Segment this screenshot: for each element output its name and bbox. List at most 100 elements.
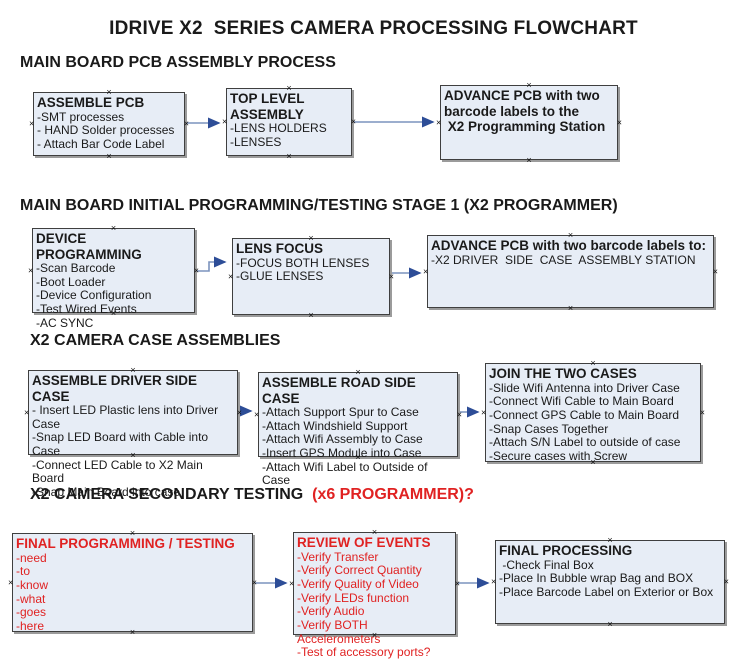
box-item: -Verify Transfer — [297, 549, 379, 564]
box-item: -Attach Wifi Assembly to Case — [262, 432, 423, 447]
box-title: TOP LEVEL ASSEMBLY — [230, 91, 308, 122]
anchor-x-icon: × — [456, 409, 462, 419]
section-heading-black-part: X2 CAMERA SECONDARY TESTING — [30, 486, 304, 503]
box-join-the-two-cases[interactable]: JOIN THE TWO CASES -Slide Wifi Antenna i… — [481, 359, 705, 467]
box-item: -X2 DRIVER SIDE CASE ASSEMBLY STATION — [431, 252, 696, 267]
box-item: -Verify BOTH Accelerometers — [297, 617, 381, 646]
anchor-x-icon: × — [254, 409, 260, 419]
box-title: LENS FOCUS — [236, 241, 324, 256]
box-item: -LENSES — [230, 134, 282, 149]
anchor-x-icon: × — [423, 266, 429, 276]
box-item: -Scan Barcode — [36, 261, 116, 276]
box-advance-pcb-programming-station[interactable]: ADVANCE PCB with two barcode labels to t… — [436, 81, 622, 165]
box-title: DEVICE PROGRAMMING — [36, 231, 142, 262]
anchor-x-icon: × — [251, 577, 257, 587]
box-title: FINAL PROGRAMMING / TESTING — [16, 536, 235, 551]
box-title: ASSEMBLE DRIVER SIDE CASE — [32, 373, 201, 404]
anchor-x-icon: × — [8, 577, 14, 587]
box-item: -what — [16, 591, 46, 606]
anchor-x-icon: × — [289, 578, 295, 588]
anchor-x-icon: × — [436, 117, 442, 127]
anchor-x-icon: × — [193, 265, 199, 275]
box-final-programming-testing[interactable]: FINAL PROGRAMMING / TESTING -need -to -k… — [8, 529, 257, 637]
anchor-x-icon: × — [228, 271, 234, 281]
anchor-x-icon: × — [106, 151, 112, 161]
section-heading-pcb-assembly: MAIN BOARD PCB ASSEMBLY PROCESS — [20, 54, 336, 71]
box-item: -LENS HOLDERS — [230, 121, 327, 136]
anchor-x-icon: × — [454, 578, 460, 588]
section-heading-initial-programming: MAIN BOARD INITIAL PROGRAMMING/TESTING S… — [20, 197, 618, 214]
box-final-processing[interactable]: FINAL PROCESSING -Check Final Box -Place… — [491, 536, 729, 629]
flow-arrow-3[interactable] — [196, 256, 227, 272]
anchor-x-icon: × — [712, 266, 718, 276]
box-item: -need — [16, 550, 47, 565]
anchor-x-icon: × — [481, 407, 487, 417]
box-title: ASSEMBLE ROAD SIDE CASE — [262, 375, 420, 406]
box-item: -Place In Bubble wrap Bag and BOX — [499, 571, 694, 586]
box-device-programming[interactable]: DEVICE PROGRAMMING -Scan Barcode -Boot L… — [28, 224, 199, 330]
box-item: -Test of accessory ports? — [297, 645, 431, 660]
box-item: -Boot Loader — [36, 274, 106, 289]
anchor-x-icon: × — [350, 116, 356, 127]
box-title-line: X2 Programming Station — [444, 119, 606, 135]
anchor-x-icon: × — [567, 303, 574, 313]
box-item: -Snap Cases Together — [489, 421, 609, 436]
anchor-x-icon: × — [236, 407, 242, 417]
box-item: -Connect LED Cable to X2 Main Board — [32, 457, 207, 486]
anchor-x-icon: × — [526, 155, 532, 165]
anchor-x-icon: × — [308, 310, 314, 320]
box-assemble-driver-side-case[interactable]: ASSEMBLE DRIVER SIDE CASE - Insert LED P… — [24, 366, 242, 499]
box-item: -know — [16, 577, 49, 592]
box-assemble-road-side-case[interactable]: ASSEMBLE ROAD SIDE CASE -Attach Support … — [254, 368, 462, 488]
anchor-x-icon: × — [616, 117, 622, 127]
box-item: -Insert GPS Module into Case — [262, 446, 422, 461]
box-item: -Connect Wifi Cable to Main Board — [489, 394, 674, 409]
box-item: -Check Final Box — [499, 557, 594, 572]
box-top-level-assembly[interactable]: TOP LEVEL ASSEMBLY -LENS HOLDERS -LENSES… — [222, 84, 356, 161]
box-item: -Place Barcode Label on Exterior or Box — [499, 584, 714, 599]
anchor-x-icon: × — [29, 118, 35, 129]
anchor-x-icon: × — [607, 619, 613, 629]
section-heading-secondary-testing: X2 CAMERA SECONDARY TESTING (x6 PROGRAMM… — [30, 486, 474, 504]
box-assemble-pcb[interactable]: ASSEMBLE PCB -SMT processes - HAND Solde… — [29, 88, 189, 161]
anchor-x-icon: × — [699, 407, 705, 417]
box-item: -GLUE LENSES — [236, 269, 324, 284]
box-item: -Attach Support Spur to Case — [262, 405, 419, 420]
box-item: -Verify Audio — [297, 604, 365, 619]
box-item: -Snap Main Board into case — [32, 485, 181, 500]
anchor-x-icon: × — [222, 116, 228, 127]
box-item: -Verify LEDs function — [297, 590, 410, 605]
box-item: - HAND Solder processes — [37, 123, 175, 138]
anchor-x-icon: × — [28, 265, 34, 275]
box-item: -Attach Windshield Support — [262, 418, 408, 433]
box-item: - Insert LED Plastic lens into Driver Ca… — [32, 403, 222, 431]
box-title: FINAL PROCESSING — [499, 543, 633, 558]
box-lens-focus[interactable]: LENS FOCUS -FOCUS BOTH LENSES -GLUE LENS… — [228, 234, 394, 320]
box-item: -Verify Quality of Video — [297, 576, 419, 591]
box-item: -Device Configuration — [36, 288, 152, 303]
box-item: -Snap LED Board with Cable into Case — [32, 430, 212, 459]
section-heading-case-assemblies: X2 CAMERA CASE ASSEMBLIES — [30, 332, 281, 349]
anchor-x-icon: × — [723, 576, 729, 587]
box-item: -Secure cases with Screw — [489, 448, 628, 463]
box-item: -AC SYNC — [36, 315, 94, 330]
anchor-x-icon: × — [183, 118, 189, 129]
box-title: REVIEW OF EVENTS — [297, 535, 431, 550]
box-item: -goes — [16, 605, 47, 620]
anchor-x-icon: × — [491, 576, 497, 587]
box-item: -Connect GPS Cable to Main Board — [489, 407, 680, 422]
section-heading-red-part: (x6 PROGRAMMER)? — [303, 486, 474, 503]
anchor-x-icon: × — [388, 271, 394, 281]
box-review-of-events[interactable]: REVIEW OF EVENTS -Verify Transfer -Verif… — [289, 528, 460, 659]
page-title: IDRIVE X2 SERIES CAMERA PROCESSING FLOWC… — [109, 18, 638, 39]
box-title: ADVANCE PCB with two barcode labels to: — [431, 238, 707, 253]
box-item: -Test Wired Events — [36, 302, 137, 317]
box-item: - Attach Bar Code Label — [37, 136, 165, 151]
box-item: -Attach Wifi Label to Outside of Case — [262, 459, 431, 488]
box-advance-pcb-driver-side[interactable]: ADVANCE PCB with two barcode labels to: … — [423, 231, 718, 313]
box-title-line: barcode labels to the — [444, 103, 580, 119]
box-title: JOIN THE TWO CASES — [489, 366, 637, 381]
box-item: -here — [16, 618, 45, 633]
box-item: -to — [16, 564, 31, 579]
